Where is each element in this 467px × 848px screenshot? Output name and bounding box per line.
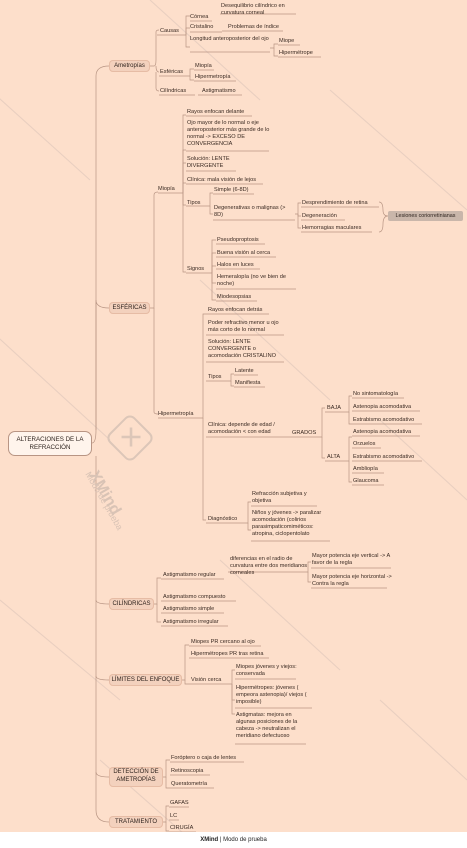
node-lc[interactable]: LC: [170, 813, 178, 819]
node-miopia-ojo[interactable]: Ojo mayor de lo normal o eje anteroposte…: [187, 120, 270, 147]
node-foroptero[interactable]: Foróptero o caja de lentes: [171, 755, 236, 761]
branch-ametropias[interactable]: Ametropías: [109, 60, 150, 72]
node-eje-vertical[interactable]: Mayor potencia eje vertical -> A favor d…: [312, 553, 390, 566]
node-grados[interactable]: GRADOS: [292, 430, 317, 436]
node-cristalino-desc[interactable]: Problemas de índice: [228, 24, 279, 30]
node-orzuelos[interactable]: Orzuelos: [353, 441, 376, 447]
footer-watermark: XMind | Modo de prueba: [0, 832, 467, 848]
root-topic-label: ALTERACIONES DE LA REFRACCIÓN: [16, 436, 84, 451]
branch-limites[interactable]: LÍMITES DEL ENFOQUE: [109, 674, 182, 686]
node-miopia-tipos[interactable]: Tipos: [187, 200, 201, 206]
node-hiper-rayos[interactable]: Rayos enfocan detrás: [208, 307, 263, 313]
node-queratometria[interactable]: Queratometría: [171, 781, 208, 787]
node-astig-irregular[interactable]: Astigmatismo irregular: [163, 619, 219, 625]
node-hiper-solucion[interactable]: Solución: LENTE CONVERGENTE o acomodació…: [208, 339, 276, 359]
node-miopia-degenerativas[interactable]: Degenerativas o malignas (> 8D): [214, 205, 286, 218]
node-cristalino[interactable]: Cristalino: [190, 24, 214, 30]
node-lesiones[interactable]: Lesiones coriorretinianas: [388, 211, 463, 221]
node-hipermetropes-pr[interactable]: Hipermétropes PR tras retina: [191, 651, 264, 657]
node-miopia-signos[interactable]: Signos: [187, 266, 205, 272]
node-miopes-jovenes[interactable]: Miopes jóvenes y viejos: conservada: [236, 664, 297, 677]
node-astigmatas[interactable]: Astigmatas: mejora en algunas posiciones…: [236, 712, 298, 739]
node-alta[interactable]: ALTA: [327, 454, 341, 460]
branch-esfericas[interactable]: ESFÉRICAS: [109, 302, 150, 314]
node-desprendimiento[interactable]: Desprendimiento de retina: [302, 200, 368, 206]
node-miopes-pr[interactable]: Miopes PR cercano al ojo: [191, 639, 255, 645]
node-astig-simple[interactable]: Astigmatismo simple: [163, 606, 215, 612]
node-eje-horizontal[interactable]: Mayor potencia eje horizontal -> Contra …: [312, 574, 392, 587]
branch-deteccion[interactable]: DETECCIÓN DE AMETROPÍAS: [109, 767, 163, 787]
node-cilindricas-sub[interactable]: Cilíndricas: [160, 88, 187, 94]
node-astenopia-baja[interactable]: Astenopia acomodativa: [353, 404, 412, 410]
node-miopia-rayos[interactable]: Rayos enfocan delante: [187, 109, 245, 115]
footer-brand: XMind: [200, 837, 219, 843]
node-esfericas-sub[interactable]: Esféricas: [160, 69, 184, 75]
node-astigmatismo[interactable]: Astigmatismo: [202, 88, 236, 94]
node-no-sintomatologia[interactable]: No sintomatología: [353, 391, 399, 397]
branch-cilindricas[interactable]: CILÍNDRICAS: [109, 598, 154, 610]
branch-tratamiento[interactable]: TRATAMIENTO: [109, 816, 163, 828]
node-astig-compuesto[interactable]: Astigmatismo compuesto: [163, 594, 226, 600]
node-retinoscopia[interactable]: Retinoscopia: [171, 768, 204, 774]
node-astenopia-alta[interactable]: Astenopia acomodativa: [353, 429, 412, 435]
node-pseudoproptosis[interactable]: Pseudoproptosis: [217, 237, 259, 243]
node-baja[interactable]: BAJA: [327, 405, 341, 411]
node-glaucoma[interactable]: Glaucoma: [353, 478, 379, 484]
root-topic[interactable]: ALTERACIONES DE LA REFRACCIÓN: [8, 431, 92, 456]
node-buena-vision[interactable]: Buena visión al cerca: [217, 250, 271, 256]
node-miopia-solucion[interactable]: Solución: LENTE DIVERGENTE: [187, 156, 230, 169]
footer-mode: Modo de prueba: [223, 837, 267, 843]
node-diagnostico[interactable]: Diagnóstico: [208, 516, 238, 522]
node-diferencias[interactable]: diferencias en el radio de curvatura ent…: [230, 556, 308, 576]
node-cornea-desc[interactable]: Desequilibrio cilíndrico en curvatura co…: [221, 3, 285, 16]
node-cirugia[interactable]: CIRUGÍA: [170, 825, 194, 831]
node-miopia-clinica[interactable]: Clínica: mala visión de lejos: [187, 177, 257, 183]
node-estrabismo-baja[interactable]: Estrabismo acomodativo: [353, 417, 415, 423]
node-halos[interactable]: Halos en luces: [217, 262, 254, 268]
node-manifiesta[interactable]: Manifiesta: [235, 380, 261, 386]
footer-separator: |: [219, 837, 224, 843]
node-ambliopia[interactable]: Ambliopía: [353, 466, 378, 472]
node-miopia-sub[interactable]: Miopía: [195, 63, 212, 69]
node-hiper-poder[interactable]: Poder refractivo menor u ojo más corto d…: [208, 320, 279, 333]
node-ninos-jovenes[interactable]: Niños y jóvenes -> paralizar acomodación…: [252, 510, 322, 537]
node-hipermetropia-sub[interactable]: Hipermetropía: [195, 74, 231, 80]
node-hiper-tipos[interactable]: Tipos: [208, 374, 222, 380]
node-hemeralopia[interactable]: Hemeralopía (no ve bien de noche): [217, 274, 287, 287]
node-astig-regular[interactable]: Astigmatismo regular: [163, 572, 216, 578]
node-miopia[interactable]: Miopía: [158, 186, 175, 192]
node-degeneracion[interactable]: Degeneración: [302, 213, 337, 219]
node-miope[interactable]: Miope: [279, 38, 295, 44]
node-longitud[interactable]: Longitud anteroposterior del ojo: [190, 36, 269, 42]
node-hiper-clinica[interactable]: Clínica: depende de edad / acomodación <…: [208, 422, 275, 435]
node-vision-cerca[interactable]: Visión cerca: [191, 677, 222, 683]
node-latente[interactable]: Latente: [235, 368, 254, 374]
node-hipermetropia[interactable]: Hipermetropía: [158, 411, 194, 417]
node-gafas[interactable]: GAFAS: [170, 800, 189, 806]
node-estrabismo-alta[interactable]: Estrabismo acomodativo: [353, 454, 415, 460]
node-hemorragias[interactable]: Hemorragias maculares: [302, 225, 362, 231]
node-miodesopsias[interactable]: Miodesopsias: [217, 294, 252, 300]
node-hipermetrope[interactable]: Hipermétrope: [279, 50, 313, 56]
node-refraccion-subjetiva[interactable]: Refracción subjetiva y objetiva: [252, 491, 307, 504]
node-causas[interactable]: Causas: [160, 28, 179, 34]
node-hipermetropes-jovenes[interactable]: Hipermétropes: jóvenes ( empeora astenop…: [236, 685, 307, 705]
node-miopia-simple[interactable]: Simple (6-8D): [214, 187, 249, 193]
node-cornea[interactable]: Córnea: [190, 14, 209, 20]
